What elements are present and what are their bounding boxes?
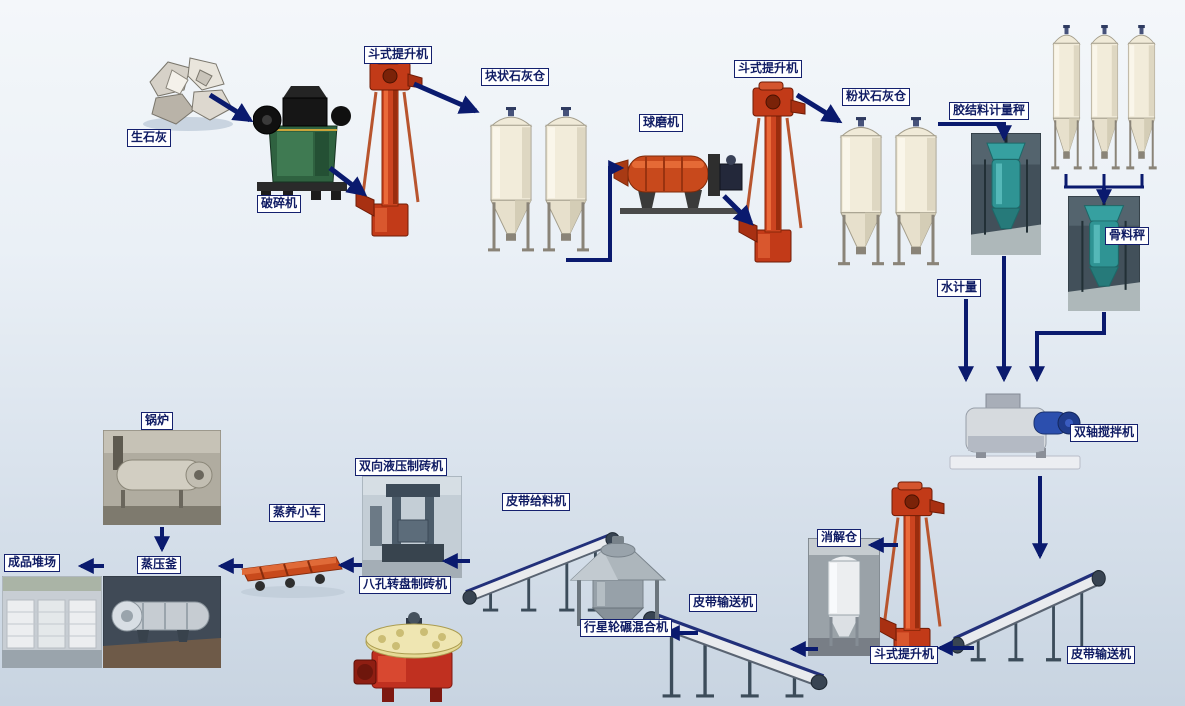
product-yard-photo	[2, 576, 102, 668]
digestion-silo-photo	[808, 538, 880, 656]
powder-lime-silo-1-graphic	[836, 116, 886, 266]
block-lime-silo-2-graphic	[541, 106, 591, 252]
label-aggregate-scale: 骨料秤	[1105, 227, 1150, 245]
rotary-brick-machine-graphic	[353, 612, 463, 702]
label-planetary-mixer: 行星轮碾混合机	[580, 619, 673, 637]
aggregate-silo-1-graphic	[1049, 24, 1084, 170]
label-twin-shaft-mixer: 双轴搅拌机	[1070, 424, 1139, 442]
label-binder-scale: 胶结料计量秤	[949, 102, 1030, 120]
label-steam-trolley: 蒸养小车	[269, 504, 326, 522]
quicklime-stones-graphic	[143, 57, 233, 131]
label-powder-lime-silo: 粉状石灰仓	[842, 88, 911, 106]
binder-scale-photo	[971, 133, 1041, 255]
label-boiler: 锅炉	[141, 412, 174, 430]
planetary-mixer-graphic	[569, 536, 667, 627]
label-bucket-elevator-3: 斗式提升机	[870, 646, 939, 664]
twin-shaft-mixer-graphic	[949, 393, 1081, 470]
label-bucket-elevator-1: 斗式提升机	[364, 46, 433, 64]
jaw-crusher-graphic	[253, 86, 351, 200]
aggregate-silo-2-graphic	[1087, 24, 1122, 170]
bucket-elevator-3-graphic	[876, 480, 946, 662]
label-rotary-brick-machine: 八孔转盘制砖机	[359, 576, 452, 594]
label-crusher: 破碎机	[257, 195, 302, 213]
flow-arrow-aggregate-scale-to-twin-shaft-mixer	[1029, 312, 1106, 383]
label-belt-conveyor-right: 皮带输送机	[1067, 646, 1136, 664]
label-belt-feeder: 皮带给料机	[502, 493, 571, 511]
block-lime-silo-1-graphic	[486, 106, 536, 252]
label-hydraulic-brick-machine: 双向液压制砖机	[355, 458, 448, 476]
powder-lime-silo-2-graphic	[891, 116, 941, 266]
label-water-meter: 水计量	[937, 279, 982, 297]
label-quicklime: 生石灰	[127, 129, 172, 147]
ball-mill-graphic	[613, 154, 743, 214]
label-digestion-silo: 消解仓	[817, 529, 862, 547]
steam-trolley-graphic	[241, 556, 345, 598]
hydraulic-brick-machine-photo	[362, 476, 462, 578]
autoclave-photo	[103, 576, 221, 668]
label-autoclave: 蒸压釜	[137, 556, 182, 574]
label-product-yard: 成品堆场	[4, 554, 61, 572]
label-ball-mill: 球磨机	[639, 114, 684, 132]
bucket-elevator-1-graphic	[354, 54, 424, 238]
boiler-photo	[103, 430, 221, 525]
aggregate-scale-photo	[1068, 196, 1140, 311]
label-belt-conveyor-mid: 皮带输送机	[689, 594, 758, 612]
label-block-lime-silo: 块状石灰仓	[481, 68, 550, 86]
aggregate-silo-3-graphic	[1124, 24, 1159, 170]
label-bucket-elevator-2: 斗式提升机	[734, 60, 803, 78]
